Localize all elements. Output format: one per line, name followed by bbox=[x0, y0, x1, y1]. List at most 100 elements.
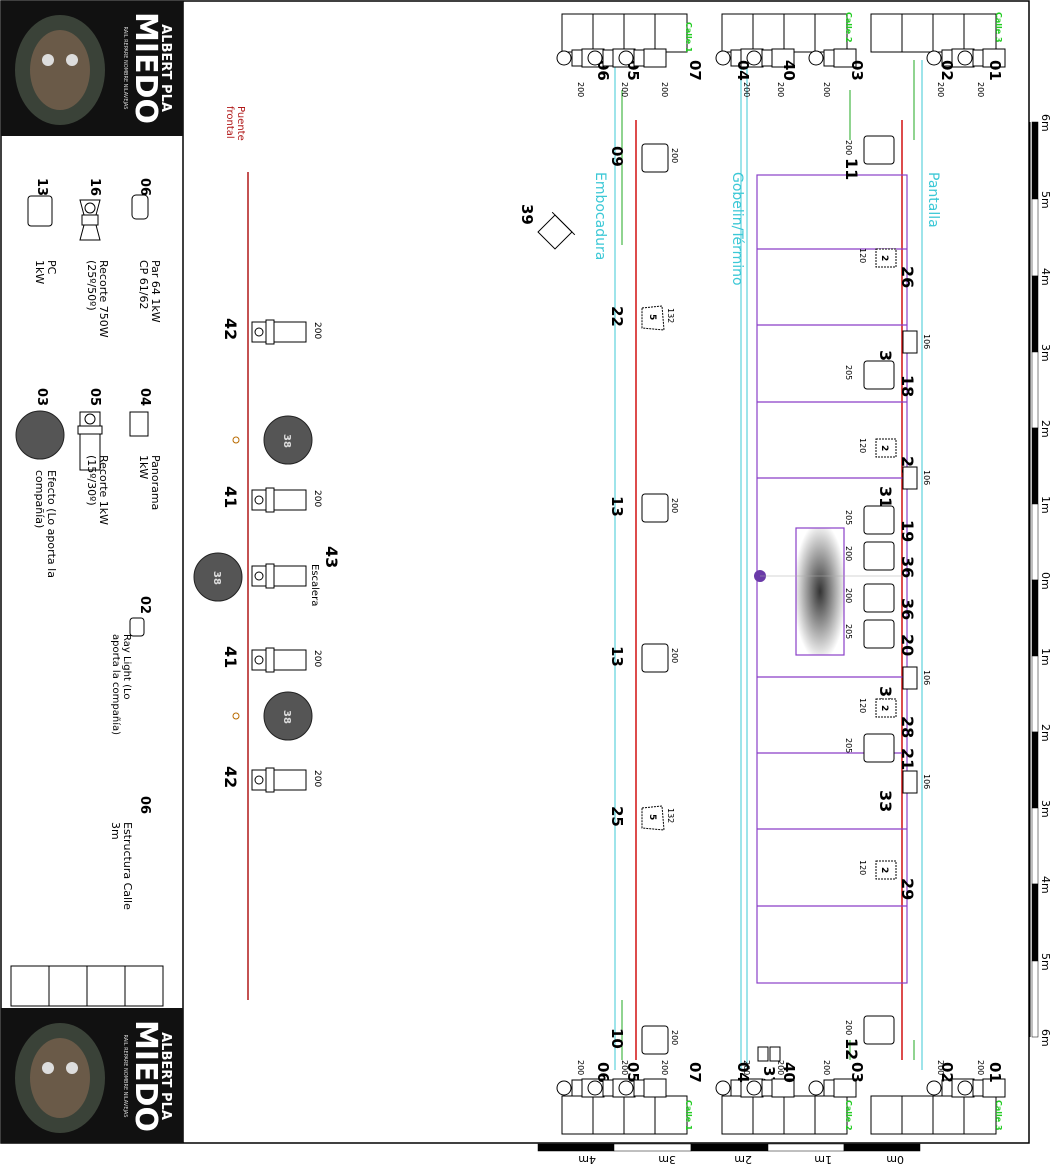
fixture-number: 01 bbox=[986, 60, 1004, 81]
poster-bottom: ALBERT PLA MIEDO RAIL REPARE NOMBRE NILA… bbox=[1, 1008, 183, 1143]
poster-credits: RAIL REPARE NOMBRE NILAVEJAS bbox=[122, 27, 128, 110]
fixture-value: 200 bbox=[670, 648, 679, 663]
fixture-number: 13 bbox=[608, 496, 626, 517]
effect-fixture bbox=[263, 415, 313, 465]
fixture-number: 02 bbox=[938, 60, 956, 81]
fixture-number: 22 bbox=[608, 306, 626, 327]
rail3-fixture bbox=[875, 860, 897, 880]
poster-top: ALBERT PLA MIEDO RAIL REPARE NOMBRE NILA… bbox=[1, 1, 183, 136]
fixture-value: 106 bbox=[922, 334, 931, 349]
fixture-number: 25 bbox=[608, 806, 626, 827]
street-fixture-icon bbox=[618, 1078, 667, 1098]
fixture-value: 120 bbox=[858, 698, 867, 713]
fixture-number: 31 bbox=[876, 486, 895, 508]
fixture-value: 200 bbox=[670, 148, 679, 163]
rail3-fixture bbox=[863, 1015, 895, 1045]
stage-area: Embocadura Gobelin/Término Pantalla bbox=[561, 12, 1003, 1135]
fixture-number: 03 bbox=[848, 1062, 866, 1083]
scale-label: 2m bbox=[1039, 420, 1052, 438]
fixture-number: 43 bbox=[322, 546, 341, 568]
street-structures-bottom bbox=[561, 1095, 997, 1135]
street-fixture-icon bbox=[618, 48, 667, 68]
fixture-value: 120 bbox=[858, 860, 867, 875]
fixture-value: 200 bbox=[844, 140, 853, 155]
rail3-fixture bbox=[902, 330, 918, 354]
fixture-value: 200 bbox=[670, 1030, 679, 1045]
scale-segment bbox=[767, 1143, 845, 1152]
fixture-value: 200 bbox=[822, 82, 831, 97]
scale-label: 3m bbox=[658, 1153, 676, 1166]
scale-segment bbox=[1031, 655, 1039, 733]
line-label-pantalla: Pantalla bbox=[925, 172, 941, 228]
scale-label: 5m bbox=[1039, 191, 1052, 209]
rail3-fixture bbox=[875, 698, 897, 718]
profile-1kw-icon bbox=[77, 411, 103, 471]
fixture-label: 2 bbox=[879, 445, 889, 451]
scale-label: 1m bbox=[814, 1153, 832, 1166]
rail1-fixture bbox=[641, 493, 669, 523]
fixture-value: 200 bbox=[660, 1060, 669, 1075]
scale-segment bbox=[1031, 503, 1039, 581]
fixture-number: 40 bbox=[780, 1062, 798, 1083]
fixture-value: 200 bbox=[312, 490, 322, 507]
fixture-value: 205 bbox=[844, 624, 853, 639]
fixture-number: 19 bbox=[898, 520, 917, 542]
legend-desc: Efecto (Lo aporta lacompañía) bbox=[33, 470, 58, 578]
fixture-number: 36 bbox=[898, 598, 917, 620]
fixture-value: 200 bbox=[936, 82, 945, 97]
fixture-value: 200 bbox=[742, 82, 751, 97]
rail3-fixture bbox=[902, 666, 918, 690]
calle-label: Calle 1 bbox=[684, 1100, 693, 1131]
fixture-value: 200 bbox=[312, 322, 322, 339]
fixture-value: 200 bbox=[742, 1060, 751, 1075]
scale-segment bbox=[1031, 731, 1039, 809]
fixture-value: 200 bbox=[844, 588, 853, 603]
fixture-number: 10 bbox=[608, 1028, 626, 1049]
poster-artist: ALBERT PLA bbox=[158, 24, 173, 112]
fixture-number: 13 bbox=[608, 646, 626, 667]
scale-label: 3m bbox=[1039, 800, 1052, 818]
fixture-number: 02 bbox=[938, 1062, 956, 1083]
rail1-fixture bbox=[641, 305, 665, 331]
effect-number: 38 bbox=[281, 434, 292, 448]
fixture-value: 106 bbox=[922, 774, 931, 789]
scale-label: 2m bbox=[734, 1153, 752, 1166]
fixture-value: 205 bbox=[844, 510, 853, 525]
fixture-number: 18 bbox=[898, 375, 917, 397]
fixture-value: 200 bbox=[312, 650, 322, 667]
fixture-number: 12 bbox=[842, 1038, 861, 1060]
fixture-value: 120 bbox=[858, 248, 867, 263]
street-structure-icon bbox=[10, 965, 164, 1007]
scale-segment bbox=[843, 1143, 921, 1152]
calle-label: Calle 2 bbox=[844, 1100, 853, 1131]
scale-label: 6m bbox=[1039, 114, 1052, 132]
scale-segment bbox=[537, 1143, 615, 1152]
fixture-label: 5 bbox=[647, 314, 657, 320]
fixture-number: 04 bbox=[734, 1062, 752, 1083]
floor-fixture-39 bbox=[537, 211, 576, 250]
profile-fixture-icon bbox=[251, 487, 307, 513]
legend-code: 02 bbox=[137, 596, 152, 614]
profile-fixture-icon bbox=[251, 647, 307, 673]
fixture-label: 5 bbox=[647, 814, 657, 820]
fixture-label: 2 bbox=[879, 705, 889, 711]
fixture-number: 06 bbox=[594, 1062, 612, 1083]
fixture-number: 05 bbox=[624, 1062, 642, 1083]
fixture-value: 200 bbox=[776, 82, 785, 97]
calle-label: Calle 1 bbox=[684, 22, 693, 53]
poster-artist: ALBERT PLA bbox=[158, 1032, 173, 1120]
fixture-number: 04 bbox=[734, 60, 752, 81]
fixture-value: 200 bbox=[936, 1060, 945, 1075]
street-fixture-icon bbox=[957, 48, 1006, 68]
poster-credits: RAIL REPARE NOMBRE NILAVEJAS bbox=[122, 1035, 128, 1118]
fixture-value: 106 bbox=[922, 470, 931, 485]
truss-fixtures: 422004120043Escalera434120042200383838 bbox=[193, 318, 341, 793]
fixture-value: 200 bbox=[844, 546, 853, 561]
scale-segment bbox=[1031, 427, 1039, 505]
rail3-fixture bbox=[875, 438, 897, 458]
